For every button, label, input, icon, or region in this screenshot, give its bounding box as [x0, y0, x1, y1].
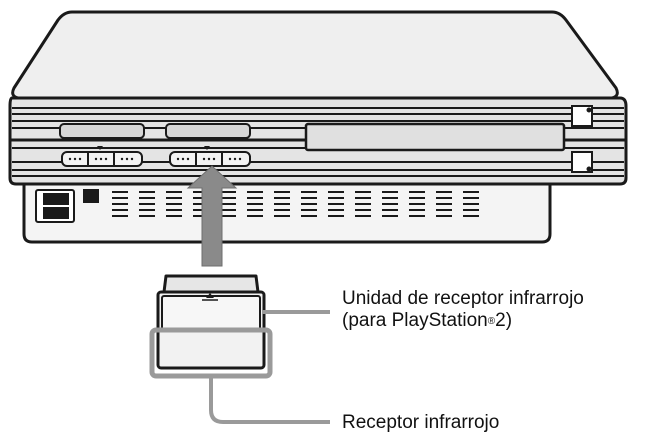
ir-receiver-unit [156, 274, 266, 370]
label-ir-unit-line2-post: 2) [495, 310, 513, 331]
callout-line-receiver [209, 378, 330, 424]
vent-slots [112, 191, 479, 217]
reset-button [571, 105, 593, 127]
label-ir-unit-line2: (para PlayStation®2) [342, 310, 512, 333]
registered-mark: ® [487, 316, 496, 327]
eject-button [571, 151, 593, 173]
controller-port-pins [68, 146, 242, 161]
label-ir-unit-line1: Unidad de receptor infrarrojo [342, 288, 584, 309]
label-ir-receiver: Receptor infrarrojo [342, 412, 500, 433]
disc-tray [304, 122, 566, 152]
console-top [11, 10, 619, 100]
unit-up-arrow-icon [206, 293, 214, 298]
memory-card-slot-1 [59, 123, 145, 139]
label-ir-unit-line2-pre: (para PlayStation [342, 310, 488, 331]
receiver-highlight [149, 327, 273, 379]
insert-arrow [186, 165, 238, 267]
memory-card-slot-2 [165, 123, 251, 139]
usb-ports [35, 189, 99, 223]
